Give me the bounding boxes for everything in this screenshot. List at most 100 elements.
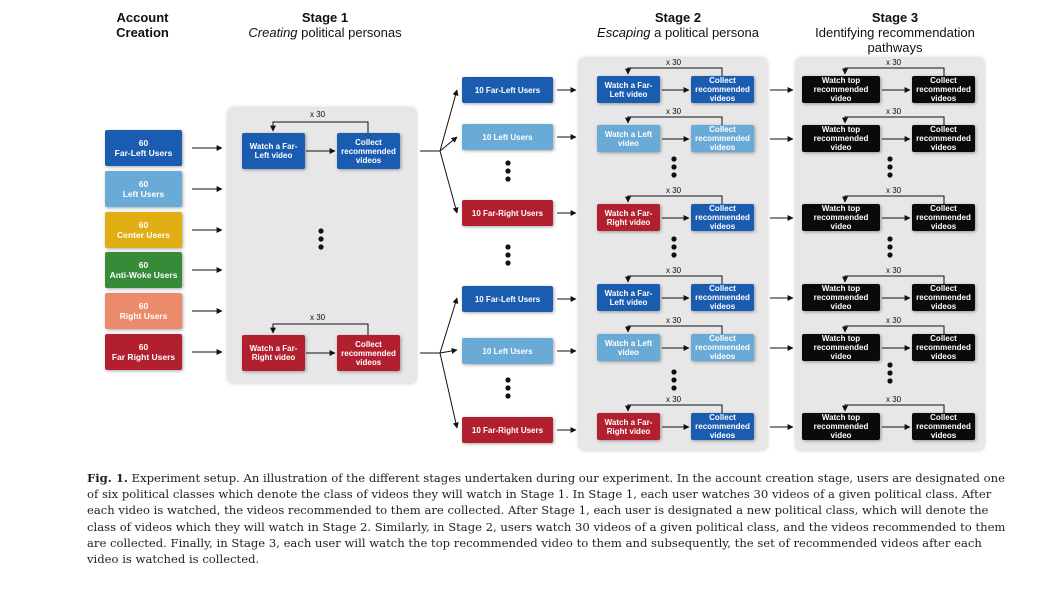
ellipsis-dot — [505, 260, 511, 266]
stage1-sub-rest: political personas — [297, 25, 402, 40]
ellipsis-dot — [505, 377, 511, 383]
ellipsis-dot — [318, 228, 324, 234]
stage2-watch-box: Watch a Far-Left video — [597, 76, 660, 103]
stage3-watch-box: Watch top recommended video — [802, 413, 880, 440]
stage3-watch-box: Watch top recommended video — [802, 76, 880, 103]
ellipsis-dot — [505, 244, 511, 250]
stage1-bottom-watch-box: Watch a Far-Right video — [242, 335, 305, 371]
ellipsis-dot — [505, 252, 511, 258]
stage2-repeat: x 30 — [666, 186, 682, 195]
stage3-repeat: x 30 — [886, 58, 902, 67]
ellipsis-dot — [505, 176, 511, 182]
stage3-collect-box: Collect recommended videos — [912, 284, 975, 311]
stage3-repeat: x 30 — [886, 186, 902, 195]
stage3-watch-box: Watch top recommended video — [802, 334, 880, 361]
stage2-repeat: x 30 — [666, 107, 682, 116]
account-header-line1: Account — [116, 10, 169, 25]
stage2-collect-box: Collect recommended videos — [691, 204, 754, 231]
stage1-top-collect-box: Collect recommended videos — [337, 133, 400, 169]
account-label: Center Users — [117, 230, 170, 240]
stage3-repeat: x 30 — [886, 107, 902, 116]
loop-arrow — [842, 195, 945, 204]
ellipsis-dot — [887, 156, 893, 162]
account-count: 60 — [138, 138, 149, 148]
ellipsis-dot — [671, 156, 677, 162]
ellipsis-dot — [318, 244, 324, 250]
loop-arrow — [625, 404, 723, 413]
stage3-watch-box: Watch top recommended video — [802, 125, 880, 152]
loop-arrow — [270, 121, 369, 133]
stage1-top-watch-box: Watch a Far-Left video — [242, 133, 305, 169]
stage3-collect-box: Collect recommended videos — [912, 125, 975, 152]
stage1-sub-em: Creating — [248, 25, 298, 40]
stage2-watch-box: Watch a Left video — [597, 334, 660, 361]
ellipsis-dot — [887, 370, 893, 376]
ellipsis-dot — [887, 362, 893, 368]
stage2-title: Stage 2 — [654, 10, 702, 25]
caption-text: Experiment setup. An illustration of the… — [87, 471, 1006, 567]
loop-arrow — [420, 136, 458, 152]
ellipsis-dot — [505, 168, 511, 174]
stage1-header: Stage 1 Creating political personas — [225, 10, 425, 40]
ellipsis-dot — [318, 236, 324, 242]
loop-arrow — [625, 195, 723, 204]
stage1-title: Stage 1 — [301, 10, 349, 25]
stage2-repeat: x 30 — [666, 395, 682, 404]
ellipsis-dot — [671, 236, 677, 242]
loop-arrow — [842, 275, 945, 284]
stage3-repeat: x 30 — [886, 266, 902, 275]
account-count: 60 — [138, 179, 149, 189]
stage1-top-repeat: x 30 — [310, 110, 326, 119]
reassign-box: 10 Far-Right Users — [462, 200, 553, 226]
account-header-line2: Creation — [116, 25, 169, 40]
account-label: Left Users — [122, 189, 165, 199]
reassign-box: 10 Far-Left Users — [462, 286, 553, 312]
loop-arrow — [842, 404, 945, 413]
stage2-watch-box: Watch a Far-Right video — [597, 204, 660, 231]
reassign-box: 10 Far-Left Users — [462, 77, 553, 103]
loop-arrow — [842, 325, 945, 334]
stage3-sub: Identifying recommendation pathways — [815, 25, 975, 55]
loop-arrow — [842, 116, 945, 125]
stage2-collect-box: Collect recommended videos — [691, 125, 754, 152]
reassign-box: 10 Left Users — [462, 338, 553, 364]
ellipsis-dot — [505, 385, 511, 391]
reassign-box: 10 Left Users — [462, 124, 553, 150]
stage2-sub-em: Escaping — [597, 25, 651, 40]
ellipsis-dot — [887, 172, 893, 178]
stage2-collect-box: Collect recommended videos — [691, 76, 754, 103]
ellipsis-dot — [505, 160, 511, 166]
account-count: 60 — [138, 260, 149, 270]
ellipsis-dot — [671, 164, 677, 170]
ellipsis-dot — [671, 377, 677, 383]
stage2-watch-box: Watch a Far-Right video — [597, 413, 660, 440]
stage2-collect-box: Collect recommended videos — [691, 284, 754, 311]
ellipsis-dot — [887, 164, 893, 170]
stage2-collect-box: Collect recommended videos — [691, 334, 754, 361]
ellipsis-dot — [671, 385, 677, 391]
stage2-repeat: x 30 — [666, 58, 682, 67]
stage3-repeat: x 30 — [886, 316, 902, 325]
stage1-bottom-collect-box: Collect recommended videos — [337, 335, 400, 371]
stage2-header: Stage 2 Escaping a political persona — [578, 10, 778, 40]
ellipsis-dot — [887, 252, 893, 258]
account-count: 60 — [138, 220, 149, 230]
stage3-title: Stage 3 — [871, 10, 919, 25]
account-count: 60 — [138, 301, 149, 311]
stage3-collect-box: Collect recommended videos — [912, 204, 975, 231]
stage2-collect-box: Collect recommended videos — [691, 413, 754, 440]
reassign-box: 10 Far-Right Users — [462, 417, 553, 443]
account-count: 60 — [138, 342, 149, 352]
stage3-watch-box: Watch top recommended video — [802, 204, 880, 231]
loop-arrow — [625, 325, 723, 334]
ellipsis-dot — [671, 369, 677, 375]
stage3-collect-box: Collect recommended videos — [912, 413, 975, 440]
ellipsis-dot — [887, 244, 893, 250]
stage1-bottom-repeat: x 30 — [310, 313, 326, 322]
ellipsis-dot — [671, 252, 677, 258]
